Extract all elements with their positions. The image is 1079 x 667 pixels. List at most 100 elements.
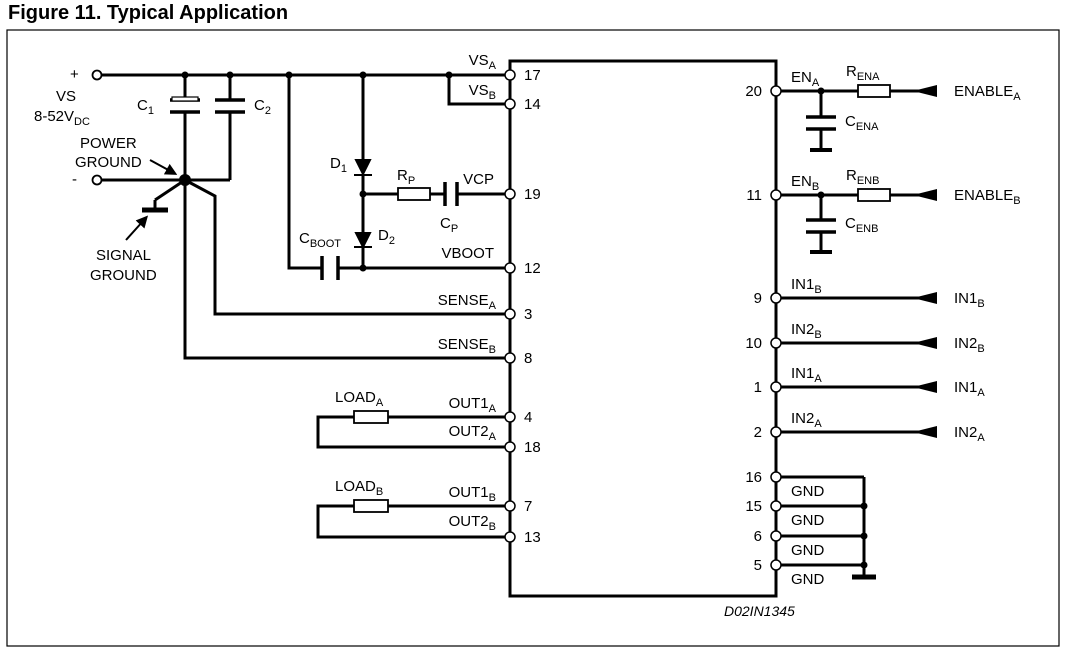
pin-7-terminal	[504, 500, 516, 512]
pin-number-12: 12	[524, 260, 541, 277]
pin-label-4: OUT1A	[449, 395, 497, 415]
pin-2-terminal	[770, 426, 782, 438]
pin-number-11: 11	[746, 187, 762, 204]
input-arrows	[913, 85, 937, 438]
figure-border	[6, 29, 1060, 647]
c1-label: C1	[137, 97, 154, 117]
figure-title: Figure 11. Typical Application	[8, 2, 289, 24]
pin-number-2: 2	[754, 424, 762, 441]
pin-label-6: GND	[791, 542, 825, 559]
pin-label-11: ENB	[791, 173, 819, 193]
pin-label-15: GND	[791, 512, 825, 529]
right-pin-labels: 20ENA11ENB9IN1B10IN2B1IN1A2IN2A16GND15GN…	[745, 69, 824, 588]
pin-4-terminal	[504, 411, 516, 423]
pin-label-1: IN1A	[791, 365, 822, 385]
input-label-in1-b: IN1B	[954, 290, 985, 310]
pin-number-18: 18	[524, 439, 541, 456]
pin-number-10: 10	[745, 335, 762, 352]
pin-number-13: 13	[524, 529, 541, 546]
drawing-reference: D02IN1345	[724, 603, 795, 619]
input-label-in2-a: IN2A	[954, 424, 985, 444]
pin-number-4: 4	[524, 409, 532, 426]
pin-number-5: 5	[754, 557, 762, 574]
pin-label-14: VSB	[469, 82, 496, 102]
signal-ground-label-1: SIGNAL	[96, 247, 151, 264]
pin-label-19: VCP	[463, 171, 494, 188]
pin-label-9: IN1B	[791, 276, 822, 296]
vs-range-label: 8-52VDC	[34, 108, 90, 128]
diodes	[354, 159, 372, 250]
input-arrow-in1-a	[913, 381, 937, 393]
d2-label: D2	[378, 227, 395, 247]
c1-polarity-mark	[171, 96, 199, 102]
pin-label-12: VBOOT	[441, 245, 494, 262]
pin-number-1: 1	[754, 379, 762, 396]
pin-label-8: SENSEB	[438, 336, 496, 356]
input-arrow-enable-a	[913, 85, 937, 97]
pin-number-6: 6	[754, 528, 762, 545]
pin-number-15: 15	[745, 498, 762, 515]
pin-15-terminal	[770, 500, 782, 512]
junctions	[179, 71, 868, 569]
capacitor-plates	[142, 98, 876, 580]
resistor-renb	[857, 188, 891, 202]
load-a-resistor	[353, 410, 389, 424]
pin-label-5: GND	[791, 571, 825, 588]
pin-label-3: SENSEA	[438, 292, 497, 312]
pin-number-16: 16	[745, 469, 762, 486]
input-label-in1-a: IN1A	[954, 379, 985, 399]
pin-label-17: VSA	[469, 52, 497, 72]
pin-label-2: IN2A	[791, 410, 822, 430]
pin-1-terminal	[770, 381, 782, 393]
resistor-rp	[397, 187, 431, 201]
pin-number-3: 3	[524, 306, 532, 323]
cp-label: CP	[440, 215, 458, 235]
vs-label: VS	[56, 88, 76, 105]
diode-d2	[354, 232, 372, 250]
rena-label: RENA	[846, 63, 880, 83]
pin-6-terminal	[770, 530, 782, 542]
pin-12-terminal	[504, 262, 516, 274]
renb-label: RENB	[846, 167, 879, 187]
signal-ground-label-2: GROUND	[90, 267, 157, 284]
pin-16-terminal	[770, 471, 782, 483]
pointer-arrows	[125, 159, 178, 241]
pin-10-terminal	[770, 337, 782, 349]
cboot-label: CBOOT	[299, 230, 341, 250]
pin-number-17: 17	[524, 67, 541, 84]
pin-label-18: OUT2A	[449, 423, 497, 443]
d1-label: D1	[330, 155, 347, 175]
power-ground-label-1: POWER	[80, 135, 137, 152]
pin-18-terminal	[504, 441, 516, 453]
pin-label-16: GND	[791, 483, 825, 500]
rp-label: RP	[397, 167, 415, 187]
cenb-label: CENB	[845, 215, 878, 235]
load-b-label: LOADB	[335, 478, 383, 498]
pin-11-terminal	[770, 189, 782, 201]
c2-label: C2	[254, 97, 271, 117]
pin-3-terminal	[504, 308, 516, 320]
pin-label-7: OUT1B	[449, 484, 496, 504]
diode-d1	[354, 159, 372, 177]
pin-number-19: 19	[524, 186, 541, 203]
input-arrow-in2-a	[913, 426, 937, 438]
pin-circles	[504, 69, 782, 571]
pin-number-9: 9	[754, 290, 762, 307]
pin-label-20: ENA	[791, 69, 820, 89]
input-arrow-enable-b	[913, 189, 937, 201]
pin-14-terminal	[504, 98, 516, 110]
load-b-resistor	[353, 499, 389, 513]
resistor-rena	[857, 84, 891, 98]
resistors	[353, 84, 891, 513]
load-a-label: LOADA	[335, 389, 384, 409]
input-label-enable-a: ENABLEA	[954, 83, 1021, 103]
pin-number-8: 8	[524, 350, 532, 367]
pin-13-terminal	[504, 531, 516, 543]
input-label-enable-b: ENABLEB	[954, 187, 1021, 207]
ic-body	[508, 59, 778, 598]
supply-terminals	[91, 69, 103, 186]
plus-label: +	[70, 66, 79, 83]
